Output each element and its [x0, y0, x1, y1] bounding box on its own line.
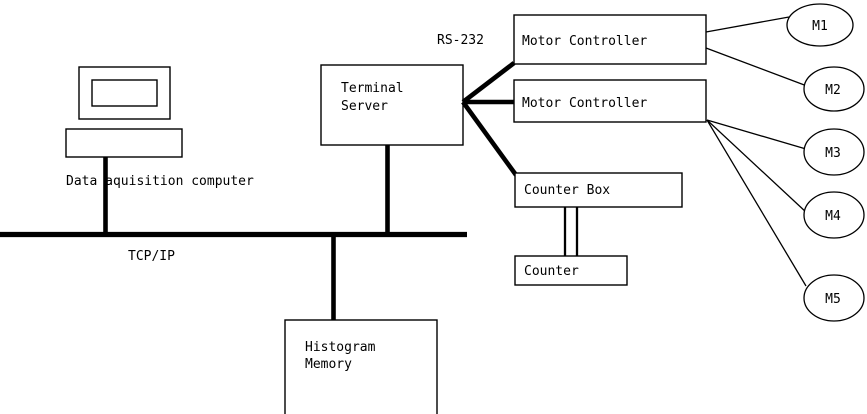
mc2-to-m5-link	[706, 119, 807, 287]
mc2-to-m4-link	[706, 119, 808, 214]
tcpip-link-label: TCP/IP	[128, 249, 175, 264]
motor-label-m1: M1	[812, 19, 828, 34]
terminal-server-label-line1: Terminal	[341, 81, 404, 96]
ts-to-motor-controller-1-link	[461, 61, 516, 104]
motor-label-m5: M5	[825, 292, 841, 307]
counter-box-label: Counter Box	[524, 183, 610, 198]
ts-to-counter-box-link	[461, 100, 518, 177]
counter-label: Counter	[524, 264, 579, 279]
motor-label-m4: M4	[825, 209, 841, 224]
data-acquisition-computer-label: Data aquisition computer	[66, 174, 254, 189]
motor-ellipse-m1	[786, 3, 854, 47]
motor-label-m2: M2	[825, 83, 841, 98]
motor-controller-1-box	[513, 14, 707, 65]
rs232-link-label: RS-232	[437, 33, 484, 48]
crt-monitor-screen	[91, 79, 158, 107]
motor-ellipse-m3	[803, 128, 865, 176]
counter-box-box	[514, 172, 683, 208]
motor-label-m3: M3	[825, 146, 841, 161]
mc1-to-m2-link	[705, 47, 808, 87]
histogram-memory-label-line1: Histogram	[305, 340, 376, 355]
histogram-memory-label-line2: Memory	[305, 357, 352, 372]
mc2-to-m3-link	[706, 119, 807, 150]
motor-controller-1-label: Motor Controller	[522, 34, 647, 49]
terminal-server-box	[320, 64, 464, 146]
motor-controller-2-label: Motor Controller	[522, 96, 647, 111]
computer-base	[65, 128, 183, 158]
mc1-to-m1-link	[705, 16, 790, 33]
motor-ellipse-m5	[803, 274, 865, 322]
motor-controller-2-box	[513, 79, 707, 123]
terminal-server-label-line2: Server	[341, 99, 388, 114]
motor-ellipse-m2	[803, 66, 865, 112]
counter-box	[514, 255, 628, 286]
histogram-memory-box	[284, 319, 438, 414]
motor-ellipse-m4	[803, 191, 865, 239]
